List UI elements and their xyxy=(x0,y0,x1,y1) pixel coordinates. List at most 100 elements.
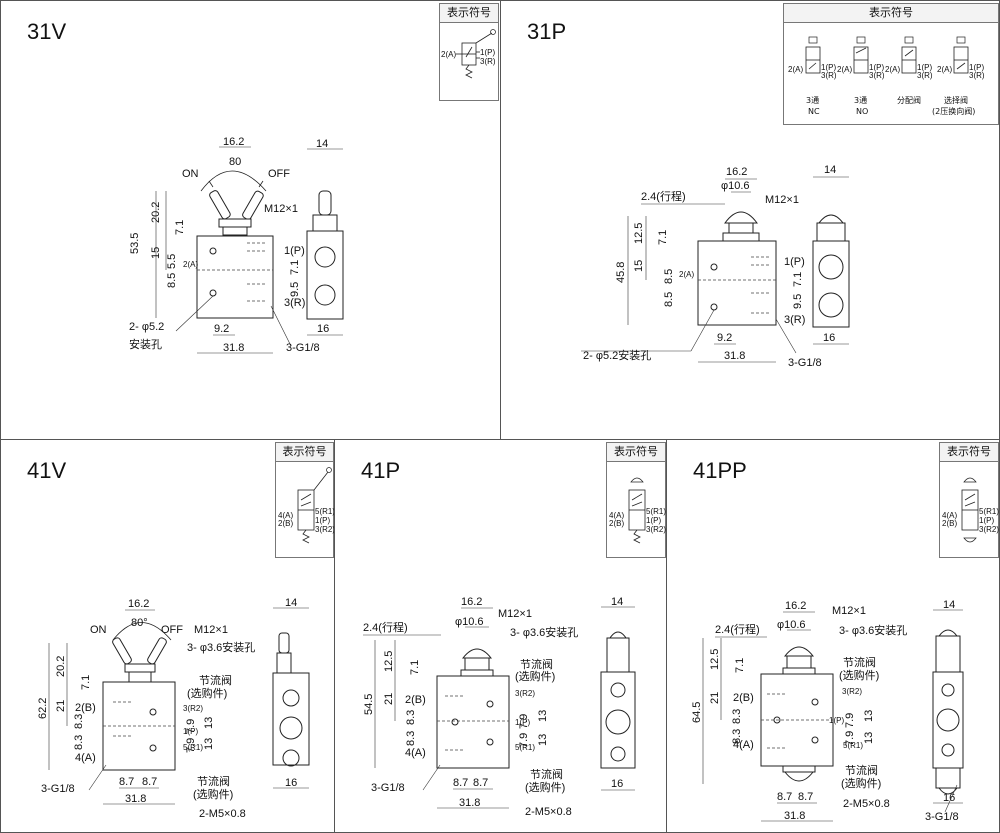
symbol-legend: 表示符号 2(A) 1(P) 3(R) 3通 NC 2(A) 1(P) 3(R)… xyxy=(783,3,999,125)
dimension-label: 7.1 xyxy=(289,260,301,275)
dimension-label: 8.7 xyxy=(142,776,157,788)
symbol-distribution: 2(A) 1(P) 3(R) 分配阀 xyxy=(885,36,933,105)
dimension-label: 7.9 xyxy=(518,733,530,748)
dimension-label: 3(R2) xyxy=(515,689,535,698)
panel-title: 41PP xyxy=(693,458,747,483)
dimension-label: 3-G1/8 xyxy=(925,811,959,823)
dimension-label: 2.4(行程) xyxy=(641,190,686,203)
dimension-label: 7.1 xyxy=(734,658,746,673)
dimension-label: (选购件) xyxy=(515,669,555,683)
dimension-label: 3(R) xyxy=(480,57,496,66)
valve-symbols-31p: 2(A) 1(P) 3(R) 3通 NC 2(A) 1(P) 3(R) 3通 N… xyxy=(788,36,985,116)
valve-symbol-41p: 4(A) 2(B) 5(R1) 1(P) 3(R2) xyxy=(609,477,666,544)
dimension-label: 16 xyxy=(317,323,329,335)
dimension-label: 80 xyxy=(229,156,241,168)
panel-41v: 41V 表示符号 4(A) 2(B) 5(R1) 1(P) 3(R2) xyxy=(0,439,335,833)
valve-symbol-41v: 4(A) 2(B) 5(R1) 1(P) 3(R2) xyxy=(278,467,334,544)
dimension-label: M12×1 xyxy=(765,194,799,206)
dimension-label: 20.2 xyxy=(55,656,67,677)
dimension-label: 2(B) xyxy=(75,702,96,714)
symbol-selector: 2(A) 1(P) 3(R) 选择阀 (2压换向阀) xyxy=(932,36,985,116)
dimension-label: 8.3 xyxy=(73,735,85,750)
dimension-label: 3(R2) xyxy=(842,687,862,696)
dimension-label: 2(B) xyxy=(278,519,293,528)
dimension-label: OFF xyxy=(268,168,290,180)
dimension-label: 15 xyxy=(633,260,645,272)
dimension-label: 2(A) xyxy=(183,260,198,269)
dimension-label: 8.7 xyxy=(453,777,468,789)
panel-title: 31P xyxy=(527,19,567,44)
dimension-label: 3(R) xyxy=(284,297,305,309)
dimension-label: 31.8 xyxy=(125,793,146,805)
symbol-legend: 表示符号 4(A) 2(B) 5(R1) 1(P) 3(R2) xyxy=(606,442,666,558)
drawing-31v: 16.2 80 ON OFF M12×1 14 53.5 20.2 7.1 15… xyxy=(129,136,344,354)
dimension-label: 1(P) xyxy=(979,516,994,525)
dimension-label: 7.1 xyxy=(174,220,186,235)
dimension-label: (选购件) xyxy=(187,686,227,700)
dimension-label: 14 xyxy=(285,597,297,609)
dimension-label: 1(P) xyxy=(917,63,932,72)
dimension-label: 3-G1/8 xyxy=(788,357,822,369)
dimension-label: 3(R) xyxy=(821,71,837,80)
dimension-label: 3- φ3.6安装孔 xyxy=(839,623,907,637)
dimension-label: (选购件) xyxy=(525,780,565,794)
dimension-label: 1(P) xyxy=(183,727,198,736)
dimension-label: φ10.6 xyxy=(777,619,806,631)
dimension-label: 3-G1/8 xyxy=(41,783,75,795)
dimension-label: 12.5 xyxy=(383,651,395,672)
dimension-label: 13 xyxy=(863,710,875,722)
dimension-label: 3-G1/8 xyxy=(286,342,320,354)
dimension-label: 2(A) xyxy=(885,65,900,74)
panel-title: 41P xyxy=(361,458,401,483)
dimension-label: 2.4(行程) xyxy=(363,621,408,634)
dimension-label: 64.5 xyxy=(691,702,703,723)
dimension-label: 9.5 xyxy=(792,294,804,309)
dimension-label: φ10.6 xyxy=(455,616,484,628)
drawing-41v: 16.2 80° ON OFF M12×1 3- φ3.6安装孔 节流阀 (选购… xyxy=(37,597,310,820)
dimension-label: 2(A) xyxy=(937,65,952,74)
dimension-label: 2.4(行程) xyxy=(715,623,760,636)
dimension-label: M12×1 xyxy=(264,203,298,215)
side-view xyxy=(306,230,344,320)
dimension-label: M12×1 xyxy=(498,608,532,620)
dimension-label: 16.2 xyxy=(785,600,806,612)
symbol-legend: 表示符号 2(A) 1(P) 3(R) xyxy=(439,3,499,101)
legend-title: 表示符号 xyxy=(940,443,998,462)
dimension-label: 8.3 xyxy=(73,714,85,729)
dimension-label: 8.5 xyxy=(663,269,675,284)
legend-title: 表示符号 xyxy=(607,443,665,462)
dimension-label: 2-M5×0.8 xyxy=(843,798,890,810)
dimension-label: 31.8 xyxy=(724,350,745,362)
side-view xyxy=(272,672,310,766)
dimension-label: 16 xyxy=(823,332,835,344)
dimension-label: 7.9 xyxy=(844,713,856,728)
dimension-label: 1(P) xyxy=(480,48,495,57)
symbol-3way-nc: 2(A) 1(P) 3(R) 3通 NC xyxy=(788,36,837,116)
dimension-label: 7.1 xyxy=(80,675,92,690)
dimension-label: OFF xyxy=(161,624,183,636)
panel-41pp: 41PP 表示符号 4(A) 2(B) 5(R1) 1(P) 3(R2) xyxy=(666,439,1000,833)
dimension-label: 45.8 xyxy=(615,262,627,283)
dimension-label: 4(A) xyxy=(733,739,754,751)
dimension-label: 53.5 xyxy=(129,233,141,254)
dimension-label: (2压换向阀) xyxy=(932,106,975,116)
valve-symbol-41pp: 4(A) 2(B) 5(R1) 1(P) 3(R2) xyxy=(942,477,999,543)
dimension-label: 2(A) xyxy=(788,65,803,74)
dimension-label: 5(R1) xyxy=(183,743,203,752)
dimension-label: 选择阀 xyxy=(944,95,968,105)
dimension-label: 3(R2) xyxy=(646,525,666,534)
dimension-label: 1(P) xyxy=(315,516,330,525)
dimension-label: 3(R) xyxy=(969,71,985,80)
dimension-label: 14 xyxy=(316,138,328,150)
legend-title: 表示符号 xyxy=(440,4,498,23)
dimension-label: 8.7 xyxy=(119,776,134,788)
dimension-label: 12.5 xyxy=(633,223,645,244)
dimension-label: 16.2 xyxy=(128,598,149,610)
dimension-label: 5(R1) xyxy=(646,507,666,516)
dimension-label: 16.2 xyxy=(726,166,747,178)
dimension-label: 16.2 xyxy=(461,596,482,608)
panel-31p: 31P 表示符号 2(A) 1(P) 3(R) 3通 NC 2(A) 1(P) … xyxy=(500,0,1000,440)
dimension-label: 2-M5×0.8 xyxy=(199,808,246,820)
dimension-label: 2(A) xyxy=(679,270,694,279)
dimension-label: 12.5 xyxy=(709,649,721,670)
